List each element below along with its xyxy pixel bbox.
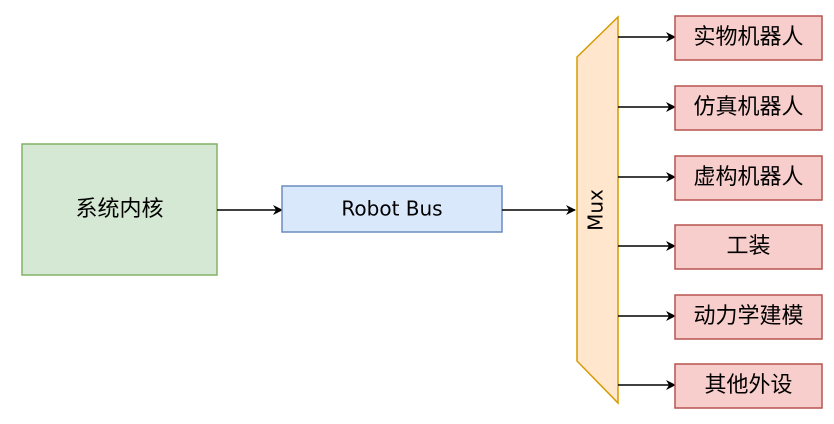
output-box <box>674 155 823 201</box>
output-node: 实物机器人 <box>674 15 823 61</box>
output-label: 虚构机器人 <box>693 165 803 190</box>
output-box <box>674 363 823 409</box>
kernel-node: 系统内核 <box>21 143 218 276</box>
output-label: 工装 <box>726 234 770 259</box>
mux-label: Mux <box>584 189 608 231</box>
output-label: 动力学建模 <box>693 304 803 329</box>
kernel-box <box>21 143 218 276</box>
robot-bus-node: Robot Bus <box>281 185 503 233</box>
output-node: 虚构机器人 <box>674 155 823 201</box>
output-box <box>674 15 823 61</box>
output-node: 仿真机器人 <box>674 85 823 131</box>
output-label: 实物机器人 <box>693 25 803 50</box>
mux-shape <box>576 15 619 405</box>
robot-bus-box <box>281 185 503 233</box>
output-box <box>674 294 823 340</box>
output-box <box>674 224 823 270</box>
output-label: 其他外设 <box>704 373 792 398</box>
output-node: 动力学建模 <box>674 294 823 340</box>
output-node: 其他外设 <box>674 363 823 409</box>
output-node: 工装 <box>674 224 823 270</box>
mux-node: Mux <box>576 15 619 405</box>
output-box <box>674 85 823 131</box>
kernel-label: 系统内核 <box>75 197 163 222</box>
robot-bus-label: Robot Bus <box>341 197 442 221</box>
output-label: 仿真机器人 <box>693 95 803 120</box>
